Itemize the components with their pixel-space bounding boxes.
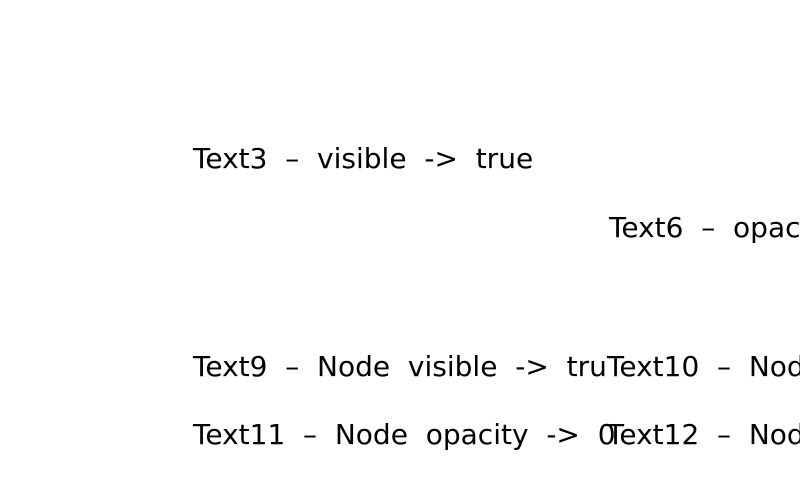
property-line-text3: Text3 – visible -> true bbox=[193, 142, 534, 175]
property-line-text11: Text11 – Node opacity -> 0 bbox=[193, 418, 616, 451]
property-line-text9: Text9 – Node visible -> tru bbox=[193, 350, 607, 383]
property-line-text12: Text12 – Nod bbox=[607, 418, 800, 451]
property-line-text10: Text10 – Nod bbox=[607, 350, 800, 383]
property-line-text6: Text6 – opac bbox=[609, 211, 800, 244]
